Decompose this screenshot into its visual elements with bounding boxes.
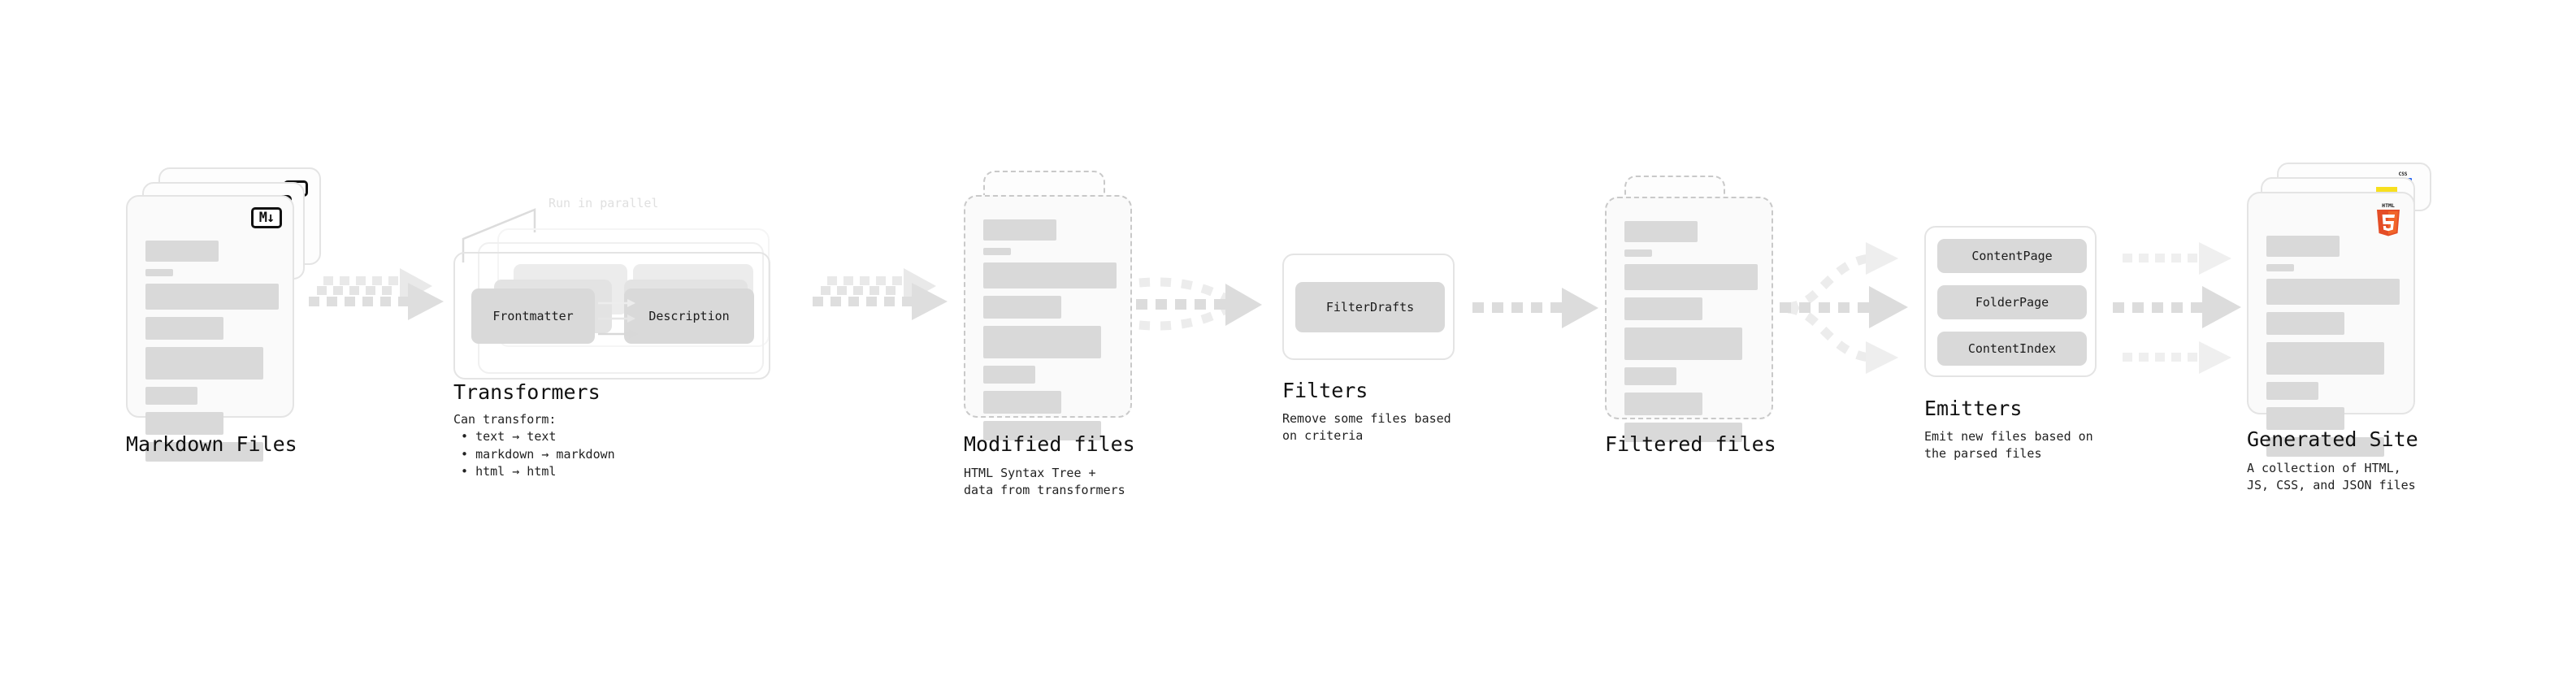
generated-site-subtitle: A collection of HTML, JS, CSS, and JSON … [2247, 461, 2416, 493]
filters-box: FilterDrafts [1282, 254, 1455, 360]
run-in-parallel-bracket [462, 208, 536, 262]
chip-folderpage[interactable]: FolderPage [1937, 285, 2087, 319]
doc-line [2266, 279, 2400, 305]
doc-line [145, 269, 173, 276]
filters-title: Filters [1282, 379, 1368, 402]
doc-line [145, 442, 263, 462]
emitters-title: Emitters [1924, 397, 2023, 420]
doc-line [2266, 312, 2344, 335]
svg-text:HTML: HTML [2382, 202, 2395, 209]
arrow-emitters-to-site [2113, 242, 2241, 374]
markdown-files-title: Markdown Files [126, 432, 297, 456]
modified-files-subtitle: HTML Syntax Tree + data from transformer… [964, 466, 1125, 498]
doc-line [983, 366, 1035, 384]
arrow-filtered-to-emitters [1780, 242, 1908, 374]
doc-line [1624, 327, 1742, 360]
arrow-modified-to-filters [1136, 277, 1262, 331]
doc-line [2266, 264, 2294, 271]
run-in-parallel-label: Run in parallel [549, 196, 659, 210]
doc-line [1624, 367, 1676, 385]
chip-filterdrafts[interactable]: FilterDrafts [1295, 282, 1445, 332]
doc-line [145, 412, 223, 435]
chip-contentindex[interactable]: ContentIndex [1937, 332, 2087, 366]
doc-line [145, 241, 219, 262]
doc-line [983, 248, 1011, 255]
doc-lines [2266, 236, 2400, 464]
doc-lines [145, 241, 279, 469]
doc-line [145, 387, 197, 405]
emitters-subtitle: Emit new files based on the parsed files [1924, 429, 2093, 462]
chip-contentpage[interactable]: ContentPage [1937, 239, 2087, 273]
doc-line [1624, 423, 1742, 442]
arrow-transformers-to-modified [813, 268, 948, 320]
emitters-box: ContentPage FolderPage ContentIndex [1924, 226, 2097, 377]
doc-line [983, 296, 1061, 319]
doc-line [1624, 221, 1698, 242]
doc-line [1624, 297, 1702, 320]
doc-line [983, 421, 1101, 440]
chip-description[interactable]: Description [624, 288, 754, 344]
filtered-card-front [1605, 197, 1773, 442]
modified-card-front [964, 195, 1132, 440]
transformers-title: Transformers [453, 380, 601, 404]
markdown-card-front: M↓ [126, 195, 294, 462]
doc-lines [1624, 221, 1758, 449]
doc-line [2266, 382, 2318, 400]
transformer-internal-arrows [598, 299, 639, 339]
doc-line [983, 326, 1101, 358]
doc-line [145, 317, 223, 340]
arrow-filters-to-filtered [1472, 288, 1598, 328]
doc-line [145, 284, 279, 310]
transformer-box-front: Frontmatter Description [453, 252, 770, 380]
doc-line [2266, 342, 2384, 375]
site-card-html: HTML [2247, 192, 2415, 457]
markdown-badge: M↓ [251, 207, 282, 228]
filtered-files-title: Filtered files [1605, 432, 1776, 456]
doc-line [145, 347, 263, 380]
html5-icon: HTML [2374, 201, 2402, 236]
filters-subtitle: Remove some files based on criteria [1282, 411, 1451, 444]
doc-line [983, 219, 1056, 241]
generated-site-title: Generated Site [2247, 427, 2418, 451]
doc-line [1624, 393, 1702, 415]
doc-line [2266, 236, 2340, 257]
doc-line [2266, 407, 2344, 430]
chip-frontmatter[interactable]: Frontmatter [471, 288, 595, 344]
doc-line [1624, 249, 1652, 257]
doc-line [2266, 437, 2384, 457]
arrow-markdown-to-transformers [309, 268, 444, 320]
css-label: CSS [2398, 171, 2408, 177]
doc-line [1624, 264, 1758, 290]
doc-lines [983, 219, 1117, 448]
transformers-subtitle: Can transform: • text → text • markdown … [453, 412, 615, 479]
doc-line [983, 262, 1117, 288]
doc-line [983, 391, 1061, 414]
modified-files-title: Modified files [964, 432, 1135, 456]
